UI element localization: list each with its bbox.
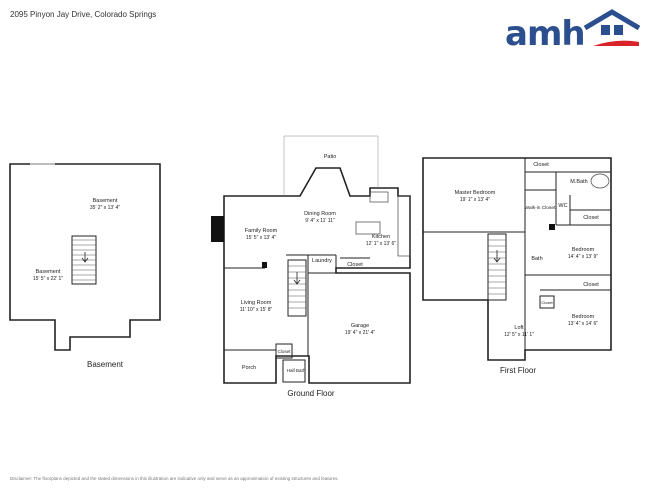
logo-text: amh <box>505 14 586 54</box>
half-bath-label: Half Bath <box>287 368 306 373</box>
master-bedroom-dims: 19' 1" x 13' 4" <box>460 197 490 203</box>
patio-label: Patio <box>324 154 337 160</box>
fireplace-block <box>211 216 224 242</box>
disclaimer-text: Disclaimer: The floorplans depicted and … <box>10 476 339 481</box>
basement-room-dims: 35' 2" x 13' 4" <box>90 205 120 211</box>
first-floor-wall <box>422 157 612 361</box>
fireplace-label: Fireplace <box>228 219 233 238</box>
bedroom-2-label: Bedroom <box>572 314 595 320</box>
basement-room-2-label: Basement <box>36 269 61 275</box>
bedroom-1-label: Bedroom <box>572 247 595 253</box>
right-closet-label: Closet <box>583 215 599 221</box>
patio-outline <box>283 135 379 196</box>
kitchen-island <box>355 221 381 235</box>
small-closet-label-first: Closet <box>541 300 553 305</box>
walk-in-closet-label: Walk-in Closet <box>525 205 556 211</box>
family-room-dims: 15' 5" x 13' 4" <box>246 235 276 241</box>
dining-room-dims: 9' 4" x 11' 11" <box>305 218 335 224</box>
first-floor-stairs <box>487 233 507 301</box>
loft-label: Loft <box>514 325 524 331</box>
bedroom-1-dims: 14' 4" x 13' 9" <box>568 254 598 260</box>
property-address: 2095 Pinyon Jay Drive, Colorado Springs <box>10 10 157 19</box>
master-bath-label: M.Bath <box>570 179 587 185</box>
wc-label: WC <box>558 203 567 209</box>
basement-floor-title: Basement <box>87 360 124 369</box>
dining-room-label: Dining Room <box>304 211 336 217</box>
kitchen-counter <box>397 195 411 257</box>
porch-label: Porch <box>242 365 256 371</box>
family-room-label: Family Room <box>245 228 278 234</box>
bathtub <box>590 173 610 189</box>
small-closet-label: Closet <box>278 349 292 354</box>
living-room-label: Living Room <box>241 300 272 306</box>
bath-label: Bath <box>531 256 542 262</box>
ground-stairs <box>287 259 307 317</box>
bedroom-2-dims: 13' 4" x 14' 6" <box>568 321 598 327</box>
kitchen-dims: 12' 1" x 13' 6" <box>366 241 396 247</box>
kitchen-sink <box>369 191 389 203</box>
basement-stair-arrow-icon <box>81 252 89 263</box>
loft-dims: 12' 5" x 11' 1" <box>504 332 534 338</box>
basement-room-label: Basement <box>93 198 118 204</box>
first-stair-arrow-icon <box>493 250 501 263</box>
first-floor-title: First Floor <box>500 366 536 375</box>
basement-wall <box>9 163 161 351</box>
amh-logo: amh <box>505 8 640 54</box>
laundry-label: Laundry <box>312 258 332 264</box>
kitchen-label: Kitchen <box>372 234 390 240</box>
house-roof-icon <box>583 9 640 46</box>
living-room-dims: 11' 10" x 15' 8" <box>240 307 273 313</box>
ground-floor-wall <box>223 167 411 384</box>
lower-closet-label: Closet <box>583 282 599 288</box>
garage-dims: 19' 4" x 21' 4" <box>345 330 375 336</box>
top-closet-label: Closet <box>533 162 549 168</box>
ground-stair-arrow-icon <box>293 272 301 285</box>
closet-label: Closet <box>347 262 363 268</box>
basement-room-2-dims: 15' 5" x 22' 1" <box>33 276 63 282</box>
master-bedroom-label: Master Bedroom <box>455 190 496 196</box>
ground-floor-title: Ground Floor <box>287 389 334 398</box>
garage-label: Garage <box>351 323 369 329</box>
